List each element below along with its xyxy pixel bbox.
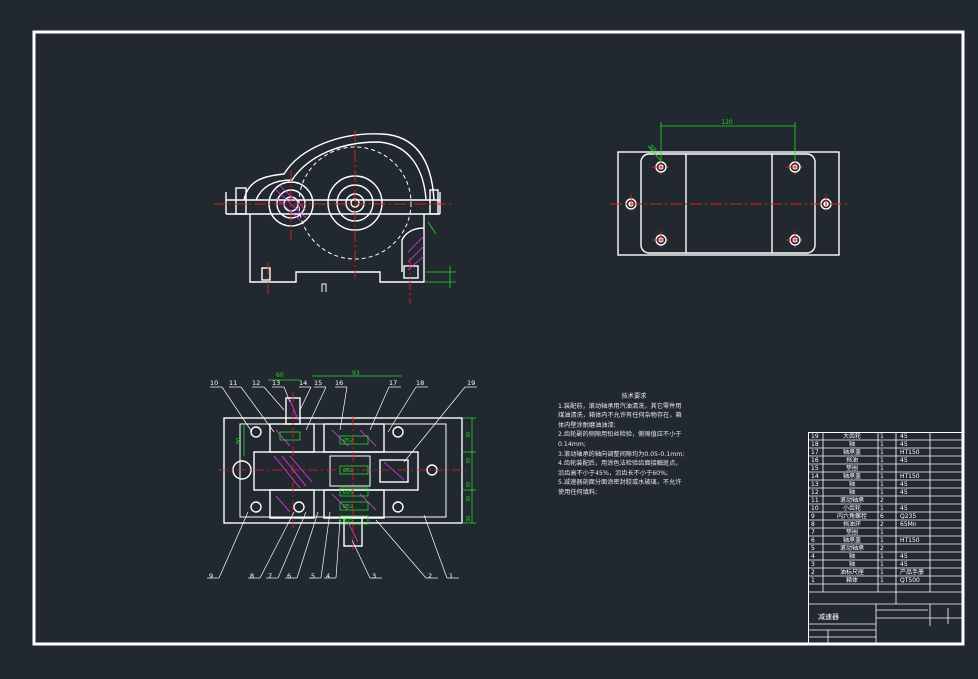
balloon: 5	[311, 572, 316, 580]
balloon: 17	[389, 379, 398, 387]
balloon: 9	[209, 572, 214, 580]
dim-60: 60	[276, 372, 284, 379]
dim-sec-4: Ø52	[343, 503, 353, 510]
front-view-centerlines	[214, 130, 452, 304]
tech-line: 5.减速器剖面分面涂密封胶或水玻璃，不允许	[558, 479, 682, 487]
balloon: 16	[335, 379, 344, 387]
balloon: 11	[229, 379, 238, 387]
dim-r3: 35	[466, 482, 472, 488]
balloon: 14	[299, 379, 308, 387]
tech-line: 2.齿轮副的侧隙用铅丝检验，侧隙值应不小于	[558, 431, 682, 439]
dim-left: 80	[236, 438, 242, 444]
tech-line: 3.滚动轴承的轴向调整间隙均为0.05-0.1mm;	[558, 450, 685, 458]
title-block-grid	[808, 432, 963, 644]
balloon: 18	[416, 379, 425, 387]
section-view-hatch	[273, 399, 405, 543]
dim-sec-5: Ø25	[343, 517, 353, 524]
balloon: 3	[372, 572, 377, 580]
tech-line: 1.装配前，滚动轴承用汽油清洗，其它零件用	[558, 402, 682, 410]
front-view	[225, 133, 441, 292]
balloon: 2	[428, 572, 433, 580]
front-view-dims	[424, 221, 456, 288]
tech-line: 使用任何填料;	[558, 488, 598, 496]
dim-top-radius: R8	[648, 144, 658, 154]
tech-line: 4.齿轮装配后，用涂色法检验齿面接触斑点，	[558, 460, 682, 468]
dim-r1: 30	[466, 432, 472, 438]
balloon: 12	[252, 379, 261, 387]
dim-top-span: 120	[721, 119, 733, 126]
section-view-dims	[243, 375, 476, 525]
top-view-dims	[647, 122, 796, 163]
tech-requirements-title: 技术要求	[621, 393, 647, 400]
dim-93: 93	[352, 370, 360, 377]
dim-r2: 35	[466, 458, 472, 464]
tech-line: 煤油清洗，箱体内不允许有任何杂物存在，箱	[558, 412, 682, 420]
tech-requirements: 技术要求 1.装配前，滚动轴承用汽油清洗，其它零件用 煤油清洗，箱体内不允许有任…	[558, 392, 718, 498]
balloon: 1	[449, 572, 454, 580]
drawing-title: 减速器	[818, 613, 839, 621]
top-view	[617, 151, 840, 256]
dim-sec-3: Ø25	[343, 489, 353, 496]
top-view-centerlines	[610, 158, 848, 249]
drawing-frame	[32, 30, 965, 646]
balloon: 7	[268, 572, 273, 580]
dim-sec-2: Ø52	[343, 467, 353, 474]
tech-line: 0.14mm;	[558, 440, 586, 448]
balloon: 8	[250, 572, 255, 580]
tech-line: 体内壁涂耐磨油油漆;	[558, 421, 616, 429]
balloon: 13	[272, 379, 281, 387]
balloon: 19	[467, 379, 476, 387]
dim-r4: 30	[466, 496, 472, 502]
balloon: 15	[314, 379, 323, 387]
dim-sec-1: Ø52	[343, 437, 353, 444]
dim-r5: 30	[466, 516, 472, 522]
leader-lines	[207, 386, 477, 579]
tech-line: 沿齿高不小于45%，沿齿长不小于60%;	[558, 469, 669, 477]
balloon: 10	[210, 379, 219, 387]
balloon: 6	[287, 572, 292, 580]
balloon: 4	[326, 572, 331, 580]
section-centerlines	[218, 392, 468, 550]
